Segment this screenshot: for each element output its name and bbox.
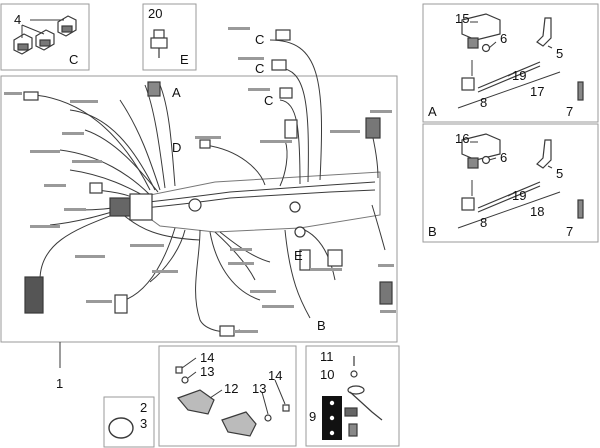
harness-components (23, 29, 393, 337)
callout-19-a: 19 (512, 68, 526, 83)
callout-8-a: 8 (480, 95, 487, 110)
fuse-holder-illustration (344, 356, 383, 437)
fuse-legend-dot-2 (329, 415, 335, 421)
letter-c2: C (255, 61, 264, 76)
leader-lines-panel-a (457, 21, 561, 109)
connector-set-illustration (13, 15, 77, 55)
letter-c-box: C (69, 52, 78, 67)
callout-10: 10 (320, 367, 334, 382)
frame-coil-panel-b (422, 123, 599, 243)
callout-7-a: 7 (566, 104, 573, 119)
cable-tie-illustration (108, 417, 134, 439)
letter-d-main: D (172, 140, 181, 155)
leader-lines-panel-b (457, 141, 561, 229)
callout-13-b: 13 (252, 381, 266, 396)
leader-lines-4 (21, 19, 64, 38)
callout-11: 11 (320, 349, 334, 364)
callout-18: 18 (530, 204, 544, 219)
letter-e-main: E (294, 248, 303, 263)
callout-12: 12 (224, 381, 238, 396)
letter-c1: C (255, 32, 264, 47)
frame-coil-panel-a (422, 3, 599, 123)
callout-20: 20 (148, 6, 162, 21)
callout-14-a: 14 (200, 350, 214, 365)
callout-13-a: 13 (200, 364, 214, 379)
frame-connector-box (0, 3, 90, 71)
callout-17: 17 (530, 84, 544, 99)
ignition-coil-b-illustration (461, 133, 584, 219)
letter-e-box: E (180, 52, 189, 67)
callout-15: 15 (455, 11, 469, 26)
callout-7-b: 7 (566, 224, 573, 239)
letter-c3: C (264, 93, 273, 108)
panel-letter-b: B (428, 224, 437, 239)
letter-a-main: A (172, 85, 181, 100)
callout-6-a: 6 (500, 31, 507, 46)
callout-9: 9 (309, 409, 316, 424)
callout-16: 16 (455, 131, 469, 146)
frame-sensor-box (142, 3, 197, 71)
leader-lines-screws (181, 357, 286, 415)
frame-fuse-box (305, 345, 400, 447)
callout-1: 1 (56, 376, 63, 391)
callout-2: 2 (140, 400, 147, 415)
panel-letter-a: A (428, 104, 437, 119)
callout-19-b: 19 (512, 188, 526, 203)
frame-cable-tie-box (103, 396, 155, 448)
callout-6-b: 6 (500, 150, 507, 165)
callout-3: 3 (140, 416, 147, 431)
callout-4: 4 (14, 12, 21, 27)
frame-main-harness (0, 75, 398, 343)
callout-8-b: 8 (480, 215, 487, 230)
letter-b-main: B (317, 318, 326, 333)
fuse-legend-dot-3 (329, 430, 335, 436)
illegible-small-labels (4, 27, 396, 333)
ignition-coil-a-illustration (461, 13, 584, 101)
callout-14-b: 14 (268, 368, 282, 383)
sensor-illustration (150, 29, 168, 58)
frame-screw-box (158, 345, 297, 447)
bracket-screws-illustration (175, 366, 290, 437)
wiring-harness (34, 39, 386, 333)
callout-5-a: 5 (556, 46, 563, 61)
fuse-legend-dot-1 (329, 400, 335, 406)
callout-5-b: 5 (556, 166, 563, 181)
